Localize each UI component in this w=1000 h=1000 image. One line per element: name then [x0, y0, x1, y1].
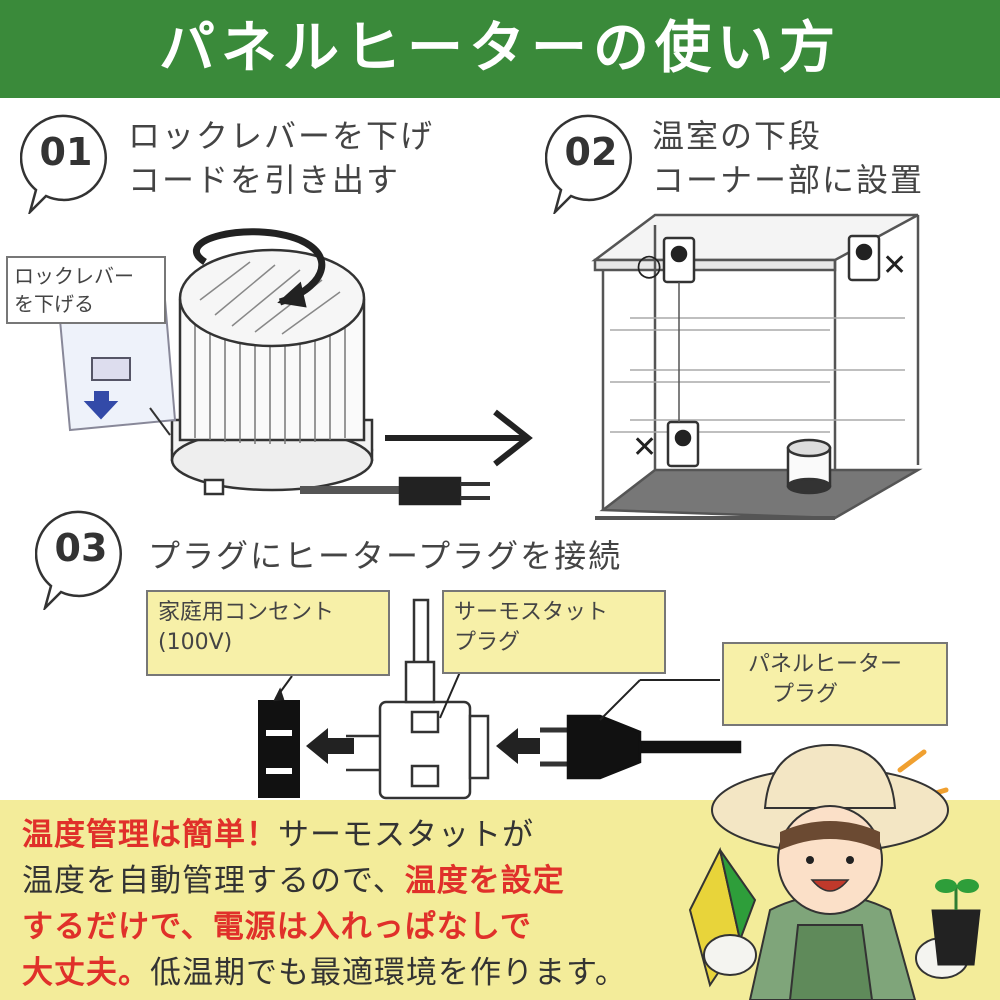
thermostat-plug-illustration: [346, 598, 490, 800]
step-1-line-2: コードを引き出す: [128, 161, 401, 199]
bottom-line-4-highlight: 大丈夫。: [22, 955, 150, 991]
step-1-bubble: 01: [20, 112, 112, 214]
outlet-callout: 家庭用コンセント (100V): [146, 590, 390, 676]
bottom-line-1: 温度管理は簡単！サーモスタットが: [22, 812, 722, 858]
speech-bubble-icon: [35, 510, 123, 610]
ng-mark-bottom: ✕: [632, 430, 658, 465]
outlet-line-1: 家庭用コンセント: [158, 600, 335, 625]
bottom-line-1-text: サーモスタットが: [278, 817, 534, 853]
bottom-line-3-highlight: するだけで、電源は入れっぱなしで: [22, 909, 532, 945]
step-3-line-1: プラグにヒータープラグを接続: [148, 537, 623, 575]
lock-lever-line-1: ロックレバー: [14, 264, 134, 288]
step-3-text: プラグにヒータープラグを接続: [148, 534, 622, 578]
step-2-text: 温室の下段 コーナー部に設置: [652, 114, 924, 202]
bottom-message: 温度管理は簡単！サーモスタットが 温度を自動管理するので、温度を設定 するだけで…: [22, 812, 722, 996]
heater-plug-callout: パネルヒーター プラグ: [722, 642, 948, 726]
heater-plug-line-1: パネルヒーター: [748, 652, 903, 677]
ok-mark: ○: [636, 248, 663, 283]
step-1-text: ロックレバーを下げ コードを引き出す: [128, 114, 434, 202]
bottom-line-1-highlight: 温度管理は簡単！: [22, 817, 278, 853]
step-1-number: 01: [39, 130, 93, 174]
header-banner: パネルヒーターの使い方: [0, 0, 1000, 98]
bottom-line-4: 大丈夫。低温期でも最適環境を作ります。: [22, 950, 722, 996]
speech-bubble-icon: [20, 114, 108, 214]
bottom-line-2: 温度を自動管理するので、温度を設定: [22, 858, 722, 904]
heater-plug-illustration: [540, 714, 742, 780]
outlet-illustration: [258, 700, 300, 798]
step-3-bubble: 03: [35, 508, 127, 610]
lock-lever-line-2: を下げる: [14, 292, 94, 316]
ng-mark-top: ✕: [882, 248, 908, 283]
step-3-number: 03: [54, 526, 108, 570]
bottom-line-4-text: 低温期でも最適環境を作ります。: [150, 955, 627, 991]
page-title: パネルヒーターの使い方: [159, 16, 841, 81]
heater-plug-line-2: プラグ: [772, 682, 839, 707]
outlet-line-2: (100V): [158, 630, 233, 655]
thermostat-plug-line-1: サーモスタット: [454, 600, 609, 625]
thermostat-plug-line-2: プラグ: [454, 630, 521, 655]
panel-heater-illustration: [170, 228, 490, 506]
step-2-line-1: 温室の下段: [652, 117, 823, 155]
left-arrow-icon: [306, 728, 540, 764]
step-2-bubble: 02: [545, 112, 637, 214]
callout-pointers: [273, 671, 720, 721]
lock-lever-zoom-icon: [58, 298, 177, 436]
greenhouse-illustration: [591, 213, 923, 520]
lock-lever-callout: ロックレバー を下げる: [6, 256, 166, 324]
bottom-line-2-highlight: 温度を設定: [404, 863, 565, 899]
bottom-line-2-text: 温度を自動管理するので、: [22, 863, 405, 899]
step-1-line-1: ロックレバーを下げ: [128, 117, 435, 155]
step-2-line-2: コーナー部に設置: [652, 161, 925, 199]
gardener-character-illustration: [688, 743, 981, 1000]
thermostat-plug-callout: サーモスタット プラグ: [442, 590, 666, 674]
step-2-number: 02: [564, 130, 618, 174]
bottom-line-3: するだけで、電源は入れっぱなしで: [22, 904, 722, 950]
right-arrow-icon: [385, 409, 533, 467]
speech-bubble-icon: [545, 114, 633, 214]
